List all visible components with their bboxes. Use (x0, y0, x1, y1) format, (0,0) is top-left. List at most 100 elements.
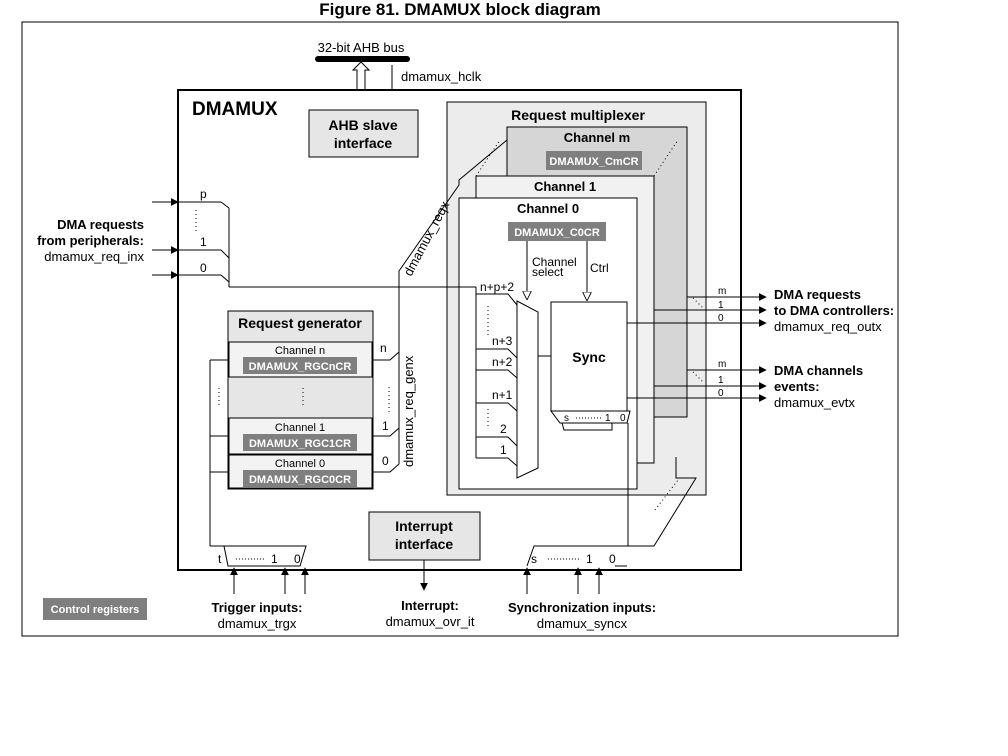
svg-text:1: 1 (200, 235, 207, 249)
output-lines (627, 293, 767, 402)
svg-text:dmamux_req_outx: dmamux_req_outx (774, 319, 882, 334)
svg-text:1: 1 (382, 419, 389, 433)
svg-text:n+p+2: n+p+2 (480, 280, 514, 294)
svg-text:1: 1 (718, 300, 724, 311)
ctrl-label: Ctrl (590, 261, 609, 275)
svg-text:Channel 0: Channel 0 (517, 201, 579, 216)
svg-text:1: 1 (500, 443, 507, 457)
svg-text:DMAMUX_CmCR: DMAMUX_CmCR (549, 156, 638, 168)
svg-text:Control registers: Control registers (51, 604, 140, 616)
request-generator: Request generator Channel n DMAMUX_RGCnC… (227, 310, 374, 490)
svg-text:Channel m: Channel m (564, 130, 630, 145)
svg-text:DMA requests: DMA requests (774, 287, 861, 302)
figure-frame (21, 21, 899, 637)
trigger-wiring (209, 359, 307, 567)
svg-text:n: n (380, 341, 387, 355)
svg-text:to DMA controllers:: to DMA controllers: (774, 303, 894, 318)
svg-text:1: 1 (605, 413, 611, 424)
svg-text:interface: interface (395, 536, 454, 552)
svg-text:Request generator: Request generator (238, 315, 362, 331)
svg-text:0: 0 (620, 413, 626, 424)
interrupt-interface: Interrupt interface (368, 511, 481, 561)
req-gen-output-lines (373, 139, 508, 473)
register-dmamux-rgcncr (243, 357, 357, 374)
svg-text:DMAMUX_RGCnCR: DMAMUX_RGCnCR (249, 361, 352, 373)
output-index-labels: m 1 0 m 1 0 (718, 286, 726, 399)
svg-text:0: 0 (294, 552, 301, 566)
svg-text:n+1: n+1 (492, 388, 513, 402)
svg-text:Channel n: Channel n (275, 345, 325, 357)
svg-text:Channel 1: Channel 1 (534, 179, 596, 194)
channel-select-label-2: select (532, 265, 564, 279)
svg-text:0: 0 (200, 261, 207, 275)
svg-text:1: 1 (718, 375, 724, 386)
register-dmamux-cmcr (546, 151, 642, 170)
svg-text:dmamux_req_inx: dmamux_req_inx (44, 249, 144, 264)
svg-text:p: p (200, 187, 207, 201)
dma-requests-out-label: DMA requests to DMA controllers: dmamux_… (774, 287, 894, 334)
register-dmamux-rgc1cr (243, 434, 357, 451)
ahb-slave-interface: AHB slave interface (308, 109, 419, 158)
mux-input-lines (475, 293, 518, 467)
svg-text:n+2: n+2 (492, 355, 513, 369)
mux-input-labels: n+p+2 n+3 n+2 n+1 2 1 (480, 280, 514, 457)
sync-input-arrows (523, 567, 603, 594)
dma-requests-in-label: DMA requests from peripherals: dmamux_re… (37, 217, 144, 264)
svg-text:0: 0 (718, 313, 724, 324)
ahb-bus-label: 32-bit AHB bus (318, 40, 405, 55)
svg-text:Synchronization inputs:: Synchronization inputs: (508, 600, 656, 615)
channel-stack-dots (475, 139, 679, 511)
svg-text:DMAMUX_C0CR: DMAMUX_C0CR (514, 227, 600, 239)
svg-text:DMA channels: DMA channels (774, 363, 863, 378)
svg-text:Interrupt: Interrupt (395, 518, 453, 534)
svg-text:s: s (531, 552, 537, 566)
svg-text:m: m (718, 286, 726, 297)
svg-text:AHB slave: AHB slave (328, 117, 397, 133)
dma-request-input-arrows (152, 198, 477, 294)
svg-text:Channel 1: Channel 1 (275, 422, 325, 434)
svg-text:1: 1 (586, 552, 593, 566)
register-dmamux-rgc0cr (243, 470, 357, 487)
svg-text:2: 2 (500, 422, 507, 436)
svg-text:dmamux_syncx: dmamux_syncx (537, 616, 628, 631)
register-dmamux-c0cr (508, 222, 606, 241)
sync-bottom-mux: s 1 0 (550, 410, 631, 424)
svg-text:Trigger inputs:: Trigger inputs: (212, 600, 303, 615)
svg-text:events:: events: (774, 379, 820, 394)
svg-text:dmamux_trgx: dmamux_trgx (218, 616, 297, 631)
dmamux-title: DMAMUX (192, 99, 278, 120)
svg-text:n+3: n+3 (492, 334, 513, 348)
control-registers-legend: Control registers (43, 598, 147, 620)
dma-request-input-indexes: p 1 0 (200, 187, 207, 275)
sync-wiring (526, 422, 697, 567)
svg-text:dmamux_ovr_it: dmamux_ovr_it (386, 614, 475, 629)
request-multiplexer-title: Request multiplexer (511, 107, 645, 123)
sync-block: Sync (550, 301, 628, 412)
svg-text:0: 0 (382, 454, 389, 468)
svg-text:s: s (564, 413, 569, 424)
interrupt-label: Interrupt: dmamux_ovr_it (386, 598, 475, 629)
svg-text:dmamux_evtx: dmamux_evtx (774, 395, 855, 410)
req-gen-output-labels: n 1 0 (380, 341, 389, 468)
svg-text:t: t (218, 552, 222, 566)
svg-text:interface: interface (334, 135, 393, 151)
sync-mux-labels: s 1 0 (531, 552, 616, 566)
svg-text:m: m (718, 359, 726, 370)
channel-mux (516, 300, 539, 479)
svg-text:Sync: Sync (572, 349, 606, 365)
channel-select-label-1: Channel (532, 255, 577, 269)
dmamux-req-genx-label: dmamux_req_genx (401, 355, 416, 467)
svg-text:DMAMUX_RGC0CR: DMAMUX_RGC0CR (249, 474, 351, 486)
trigger-inputs-label: Trigger inputs: dmamux_trgx (212, 600, 303, 631)
dma-channel-events-label: DMA channels events: dmamux_evtx (774, 363, 863, 410)
svg-text:DMA requests: DMA requests (57, 217, 144, 232)
svg-text:from peripherals:: from peripherals: (37, 233, 144, 248)
sync-inputs-label: Synchronization inputs: dmamux_syncx (508, 600, 656, 631)
svg-text:1: 1 (271, 552, 278, 566)
hclk-label: dmamux_hclk (401, 69, 482, 84)
svg-text:Channel 0: Channel 0 (275, 458, 325, 470)
svg-text:0: 0 (718, 388, 724, 399)
svg-text:DMAMUX_RGC1CR: DMAMUX_RGC1CR (249, 438, 351, 450)
trigger-mux-labels: t 1 0 (218, 552, 301, 566)
